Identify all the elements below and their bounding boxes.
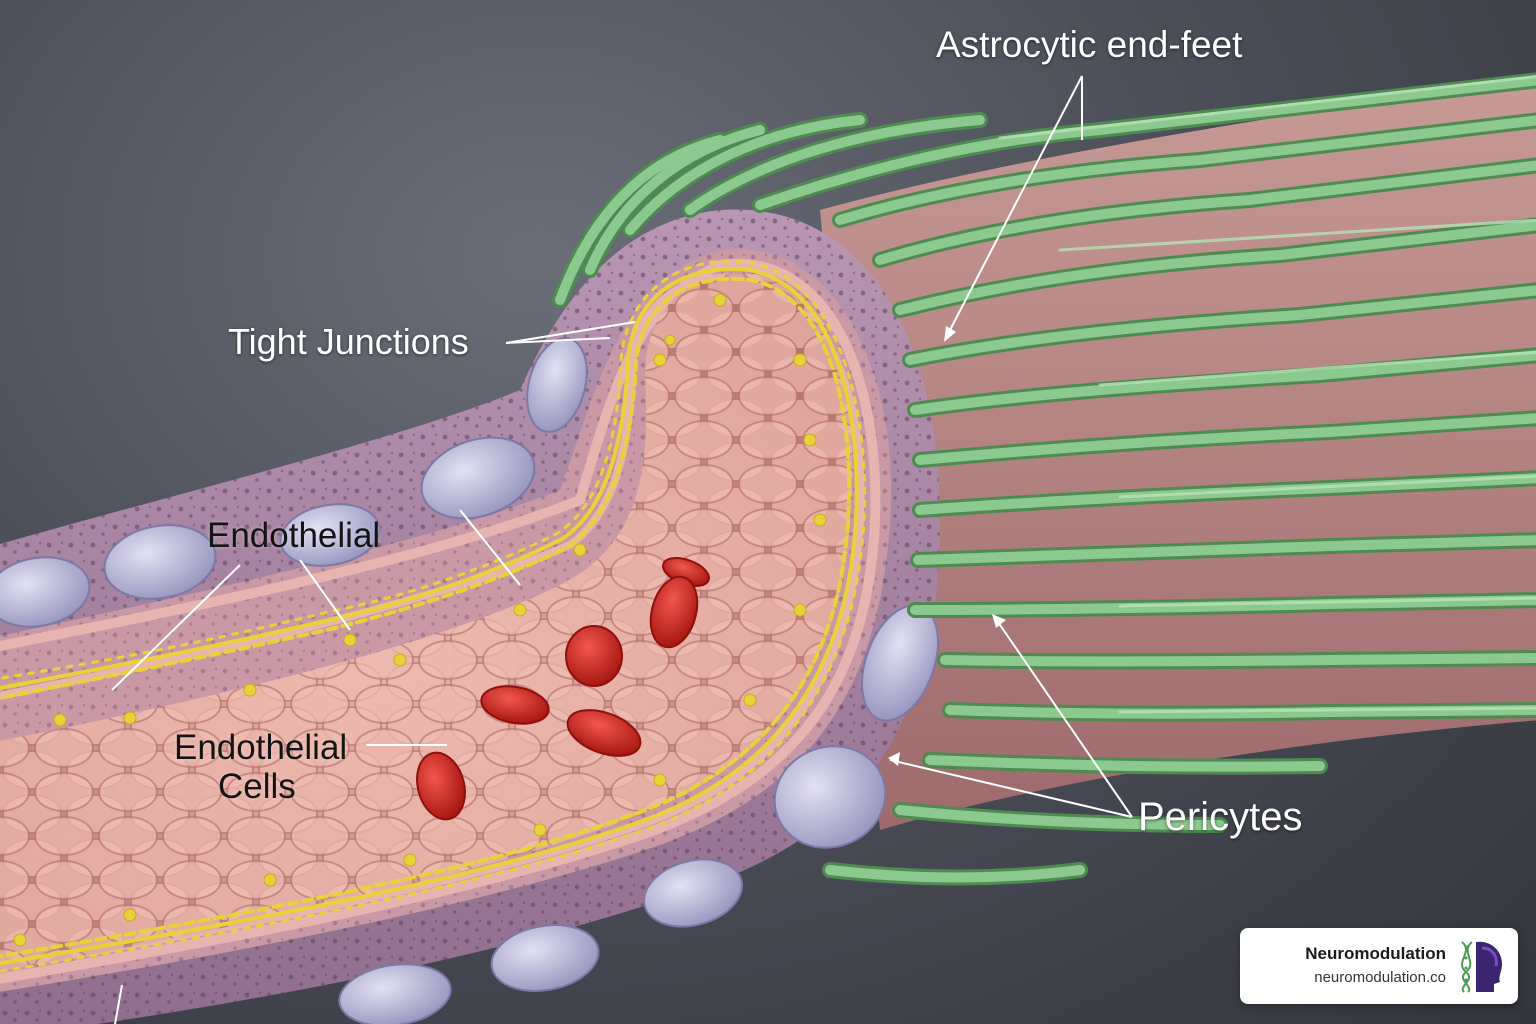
label-endothelial-cells-line2: Cells — [218, 767, 296, 807]
leader-endo-3 — [459, 509, 521, 586]
leader-tight-2 — [505, 337, 611, 344]
tight-junction-strands — [0, 259, 867, 973]
leader-arrowheads — [888, 326, 1006, 766]
leader-bottom — [114, 984, 123, 1024]
label-astrocytic-end-feet: Astrocytic end-feet — [936, 24, 1243, 65]
leader-endo-2 — [299, 559, 351, 631]
leader-lines — [111, 75, 1133, 1024]
vessel-right-body — [820, 80, 1536, 830]
leader-astro-2 — [949, 75, 1083, 331]
label-endothelial-cells-line1: Endothelial — [174, 728, 348, 767]
label-endothelial-cells: Endothelial Cells — [174, 728, 347, 806]
red-blood-cells — [416, 557, 710, 821]
brand-url[interactable]: neuromodulation.co — [1314, 969, 1446, 986]
leader-peri-2 — [997, 621, 1133, 818]
label-tight-junctions: Tight Junctions — [228, 321, 469, 362]
pericytes — [0, 337, 939, 1024]
leader-endo-1 — [111, 564, 241, 691]
tight-junction-knobs — [13, 293, 827, 947]
label-endothelial: Endothelial — [207, 516, 381, 555]
leader-tight-1 — [505, 321, 636, 344]
brand-badge[interactable]: Neuromodulation neuromodulation.co — [1240, 928, 1518, 1004]
leader-peri-1 — [889, 759, 1133, 818]
astrocytic-end-feet — [552, 72, 1536, 886]
dna-head-icon — [1461, 941, 1502, 993]
brand-name: Neuromodulation — [1305, 944, 1446, 963]
label-pericytes: Pericytes — [1138, 795, 1303, 839]
